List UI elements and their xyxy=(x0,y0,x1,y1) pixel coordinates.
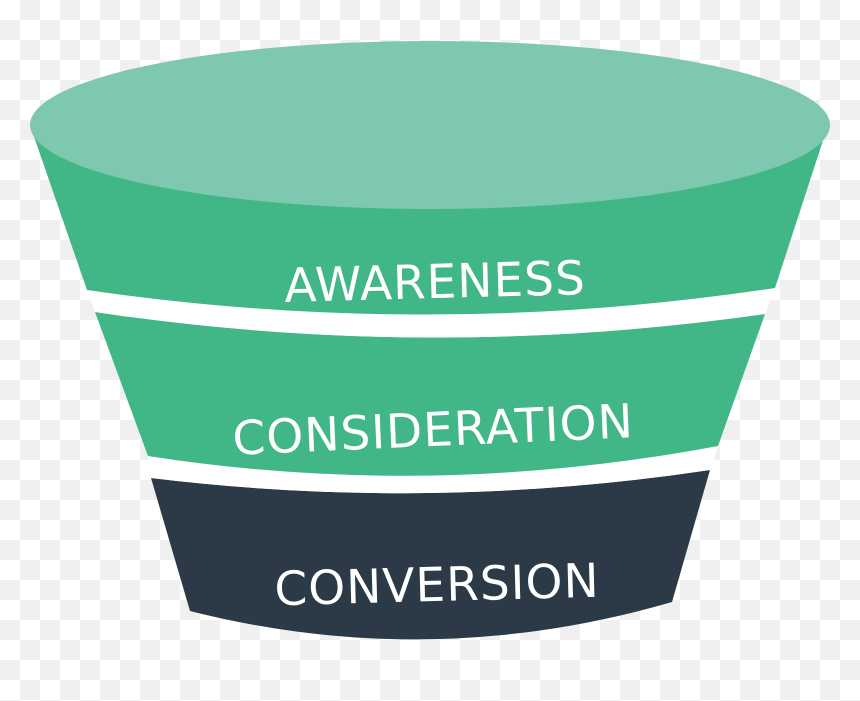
funnel-stage-consideration xyxy=(95,312,765,476)
funnel-top-rim xyxy=(30,41,830,209)
funnel-gap-lower xyxy=(148,446,718,494)
stage-label-awareness: AWARENESS xyxy=(284,251,587,314)
funnel-gap-upper xyxy=(87,288,775,338)
stage-label-conversion: CONVERSION xyxy=(274,554,601,617)
funnel-stage-conversion xyxy=(151,470,710,640)
funnel-stage-awareness xyxy=(30,125,828,315)
